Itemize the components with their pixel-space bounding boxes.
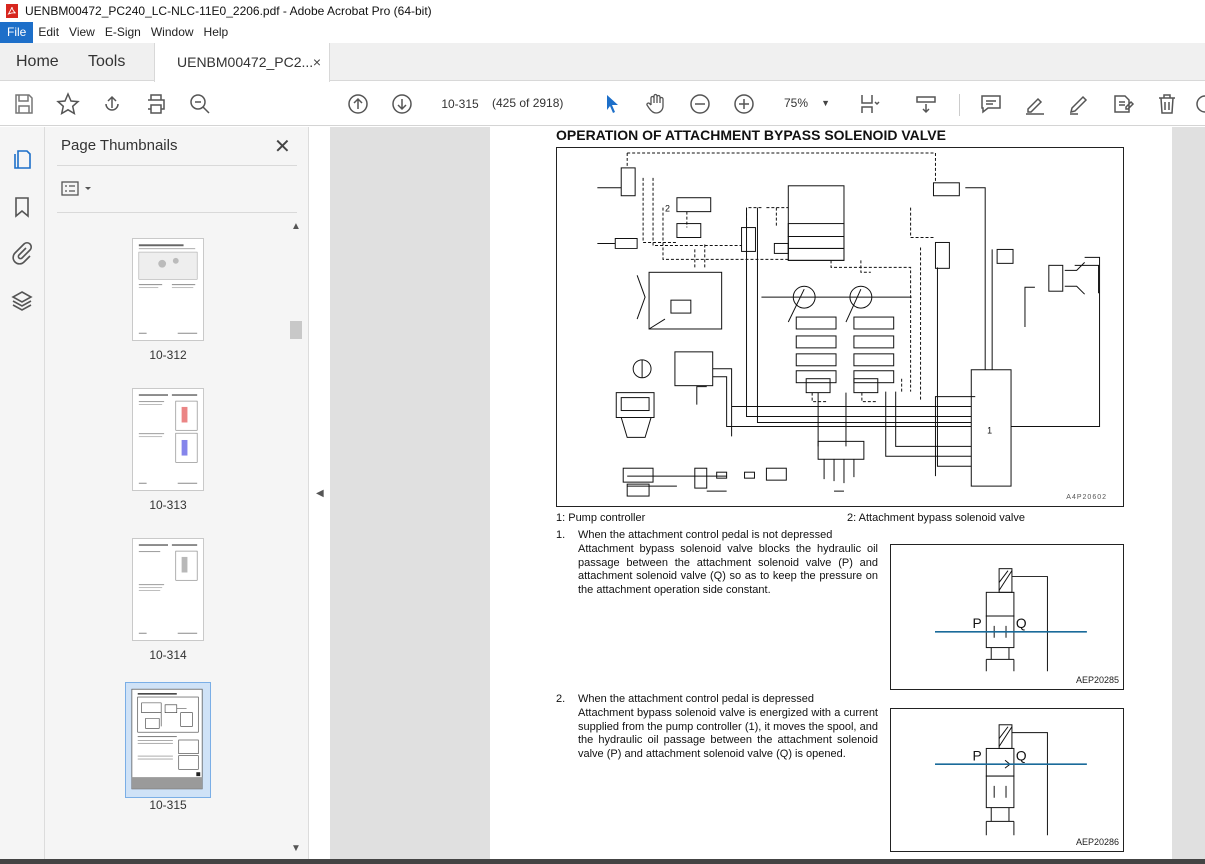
tab-home[interactable]: Home [16, 53, 59, 70]
tab-bar: Home Tools UENBM00472_PC2... × [0, 43, 1205, 82]
zoom-value: 75% [784, 96, 809, 110]
taskbar-strip [0, 859, 1205, 864]
share-upload-icon[interactable] [100, 92, 124, 116]
layers-icon[interactable] [10, 289, 34, 313]
page-thumbnail-10-314[interactable] [132, 538, 204, 641]
document-view[interactable]: OPERATION OF ATTACHMENT BYPASS SOLENOID … [330, 127, 1205, 864]
page-number-input[interactable]: 10-315 [434, 92, 486, 114]
tab-tools[interactable]: Tools [88, 53, 126, 70]
thumbnail-preview [138, 544, 198, 634]
port-p-label: P [972, 748, 981, 763]
tab-close-icon[interactable]: × [312, 54, 321, 70]
page-thumbnails-icon[interactable] [10, 147, 34, 171]
item-heading: When the attachment control pedal is dep… [578, 693, 815, 705]
page-count: (425 of 2918) [492, 96, 564, 110]
scroll-up-icon[interactable]: ▲ [291, 221, 301, 232]
print-icon[interactable] [144, 92, 168, 116]
thumbnail-label-selected: 10-315 [149, 798, 187, 812]
legend-pump-controller: 1: Pump controller [556, 512, 646, 524]
figure-id: A4P20602 [1066, 494, 1107, 501]
more-tools-icon[interactable] [1193, 92, 1205, 116]
delete-trash-icon[interactable] [1155, 92, 1179, 116]
comment-icon[interactable] [979, 92, 1003, 116]
menu-window[interactable]: Window [150, 25, 194, 39]
zoom-out-icon[interactable] [688, 92, 712, 116]
valve-closed-symbol: P Q [935, 568, 1087, 672]
page-display-icon[interactable] [858, 92, 882, 116]
next-page-icon[interactable] [390, 92, 414, 116]
thumbnail-options-icon[interactable] [61, 179, 101, 199]
acrobat-pdf-icon [6, 4, 18, 18]
circuit-label-1: 1 [987, 425, 992, 435]
figure-code: AEP20286 [1075, 837, 1119, 847]
item-heading: When the attachment control pedal is not… [578, 529, 833, 541]
valve-open-symbol: P Q [935, 724, 1087, 836]
item-number: 1. [556, 529, 566, 541]
item-body: Attachment bypass solenoid valve blocks … [578, 543, 878, 596]
scroll-down-icon[interactable]: ▼ [291, 843, 301, 854]
menu-file[interactable]: File [0, 22, 34, 43]
collapse-panel-icon[interactable]: ◀ [316, 488, 324, 499]
panel-title: Page Thumbnails [61, 137, 178, 154]
pdf-page: OPERATION OF ATTACHMENT BYPASS SOLENOID … [490, 127, 1172, 864]
window-title: UENBM00472_PC240_LC-NLC-11E0_2206.pdf - … [25, 4, 432, 18]
divider [57, 165, 297, 166]
menu-bar: File Edit View E-Sign Window Help [0, 22, 1205, 43]
page-thumbnail-10-313[interactable] [132, 388, 204, 491]
previous-page-icon[interactable] [346, 92, 370, 116]
port-q-label: Q [1016, 616, 1027, 631]
thumbnail-label: 10-314 [149, 648, 187, 662]
highlight-pen-icon[interactable] [1023, 92, 1047, 116]
bookmarks-icon[interactable] [10, 195, 34, 219]
valve-closed-diagram: P Q AEP20285 [890, 544, 1124, 690]
bookmark-star-icon[interactable] [56, 92, 80, 116]
tab-document[interactable]: UENBM00472_PC2... × [154, 43, 330, 82]
attachments-paperclip-icon[interactable] [10, 241, 34, 265]
valve-open-diagram: P Q AEP20286 [890, 708, 1124, 852]
section-heading: OPERATION OF ATTACHMENT BYPASS SOLENOID … [556, 127, 946, 143]
page-thumbnails-panel: Page Thumbnails ✕ 10-312 [45, 127, 309, 864]
hand-tool-icon[interactable] [644, 92, 668, 116]
toolbar-separator [959, 94, 960, 116]
item-body: Attachment bypass solenoid valve is ener… [578, 707, 878, 760]
circuit-schematic: 2 1 [597, 152, 1101, 497]
toolbar: 10-315 (425 of 2918) 75% ▼ [0, 82, 1205, 126]
sign-pen-icon[interactable] [1067, 92, 1091, 116]
select-cursor-icon[interactable] [600, 92, 624, 116]
legend-bypass-valve: 2: Attachment bypass solenoid valve [847, 512, 1025, 524]
item-number: 2. [556, 693, 566, 705]
scrollbar-thumb[interactable] [290, 321, 302, 339]
thumbnail-preview [138, 244, 198, 334]
thumbnail-label: 10-313 [149, 498, 187, 512]
thumbnail-label: 10-312 [149, 348, 187, 362]
chevron-down-icon: ▼ [821, 98, 830, 108]
title-bar: UENBM00472_PC240_LC-NLC-11E0_2206.pdf - … [0, 0, 1205, 22]
menu-view[interactable]: View [69, 25, 95, 39]
menu-esign[interactable]: E-Sign [104, 25, 141, 39]
zoom-in-icon[interactable] [732, 92, 756, 116]
left-navigation-rail [0, 127, 45, 864]
page-thumbnail-10-312[interactable] [132, 238, 204, 341]
thumbnail-preview [138, 394, 198, 484]
divider [57, 212, 297, 213]
save-icon[interactable] [12, 92, 36, 116]
port-p-label: P [972, 616, 981, 631]
hydraulic-circuit-diagram: 2 1 A4P20602 [556, 147, 1124, 507]
port-q-label: Q [1016, 748, 1027, 763]
thumbnail-preview [131, 688, 203, 790]
page-thumbnail-10-315-selected[interactable] [125, 682, 211, 798]
tab-document-label: UENBM00472_PC2... [177, 54, 314, 70]
thumbnails-scrollbar[interactable]: ▲ ▼ [288, 221, 304, 857]
circuit-label-2: 2 [665, 204, 670, 214]
menu-edit[interactable]: Edit [38, 25, 60, 39]
menu-help[interactable]: Help [203, 25, 229, 39]
zoom-select[interactable]: 75% ▼ [778, 92, 834, 114]
scroll-mode-icon[interactable] [914, 92, 938, 116]
figure-code: AEP20285 [1075, 675, 1119, 685]
close-panel-icon[interactable]: ✕ [274, 136, 291, 158]
edit-text-icon[interactable] [1111, 92, 1135, 116]
find-zoom-icon[interactable] [188, 92, 212, 116]
